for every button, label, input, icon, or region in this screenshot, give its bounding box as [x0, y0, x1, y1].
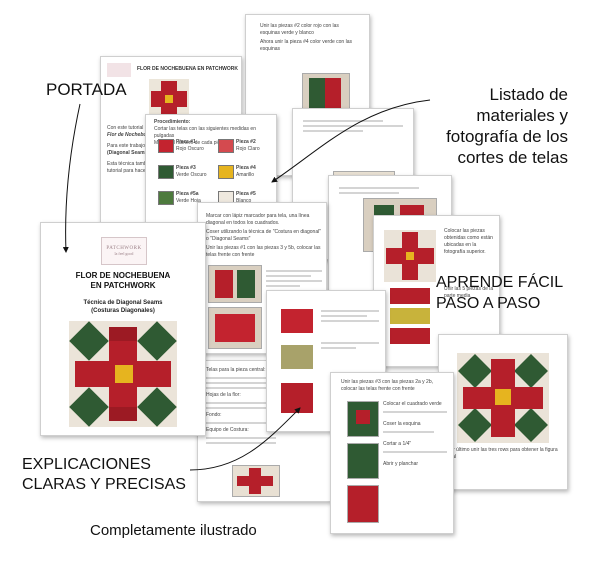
- intro-title: FLOR DE NOCHEBUENA EN PATCHWORK: [137, 66, 239, 72]
- step-note-3: Cortar a 1/4": [383, 441, 412, 447]
- callout-explicaciones-line1: EXPLICACIONES: [22, 456, 151, 473]
- mid-bullet-3: Unir las piezas #1 con las piezas 3 y 5b…: [206, 245, 321, 258]
- final-flower-photo: [457, 353, 549, 443]
- top-page-bullet-1: Unir las piezas #2 color rojo con las es…: [260, 23, 339, 36]
- page-final: Por último unir las tres rows para obten…: [438, 334, 568, 490]
- block-photo: [384, 230, 436, 282]
- callout-listado: Listado de materiales y fotografía de lo…: [418, 84, 568, 168]
- step-heading: Unir las piezas #3 con las piezas 2a y 2…: [341, 379, 433, 392]
- callout-explicaciones-line2: CLARAS Y PRECISAS: [22, 476, 186, 493]
- intro-line-2: Flor de Nochebuena: [107, 132, 156, 138]
- block-row-photo-2: [390, 308, 430, 324]
- cover-logo-line1: PATCHWORK: [106, 246, 142, 251]
- right-bullet-1: Colocar las piezas obtenidas como están …: [444, 228, 493, 255]
- mid-photo-1: [208, 265, 262, 303]
- step-front-photo-3: [347, 485, 379, 523]
- callout-listado-line4: cortes de telas: [457, 148, 568, 167]
- callout-portada: PORTADA: [46, 80, 127, 99]
- cover-title: FLOR DE NOCHEBUENA EN PATCHWORK: [41, 271, 205, 291]
- list-flower-photo: [232, 465, 280, 497]
- step-note-2: Coser la esquina: [383, 421, 421, 427]
- intro-line-5: Esta técnica también: [107, 161, 154, 167]
- steps-photo-2: [281, 345, 313, 369]
- step-note-4: Abrir y planchar: [383, 461, 419, 467]
- callout-aprende-line1: APRENDE FÁCIL: [436, 274, 564, 291]
- cover-subtitle: Técnica de Diagonal Seams (Costuras Diag…: [41, 299, 205, 315]
- swatch-red-light: [218, 139, 234, 153]
- cover-title-line2: EN PATCHWORK: [90, 281, 156, 290]
- arrow-explicaciones: [189, 407, 301, 471]
- list-section-2: Hojas de la flor:: [206, 392, 241, 398]
- materials-heading: Procedimiento:: [154, 119, 191, 125]
- block-row-photo-3: [390, 328, 430, 344]
- swatch-red-dark: [158, 139, 174, 153]
- page-step-front: Unir las piezas #3 con las piezas 2a y 2…: [330, 372, 454, 534]
- right-bullet-2: Unir las 5 piezas de la parte media: [444, 286, 494, 299]
- cover-logo: PATCHWORK la feel good: [101, 237, 147, 265]
- mid-bullet-1: Marcar con lápiz marcador para tela, una…: [206, 213, 310, 226]
- swatch-leaf: [158, 191, 174, 205]
- step-note-1: Colocar el cuadrado verde: [383, 401, 442, 407]
- callout-aprende: APRENDE FÁCIL PASO A PASO: [436, 272, 576, 314]
- cover-subtitle-line1: Técnica de Diagonal Seams: [83, 300, 163, 306]
- steps-photo-1: [281, 309, 313, 333]
- step-front-photo-1: [347, 401, 379, 437]
- callout-aprende-line2: PASO A PASO: [436, 295, 541, 312]
- callout-listado-line1: Listado de: [489, 85, 568, 104]
- swatch-yellow: [218, 165, 234, 179]
- cover-page: PATCHWORK la feel good FLOR DE NOCHEBUEN…: [40, 222, 206, 436]
- mid-bullet-2: Coser utilizando la técnica de "Costura …: [206, 229, 322, 242]
- intro-line-3: Para este trabajo: [107, 143, 146, 149]
- cover-flower-photo: [69, 321, 177, 427]
- materials-step-1: Cortar las telas con las siguientes medi…: [154, 126, 256, 139]
- arrow-portada: [62, 103, 81, 253]
- materials-step-2: Marcar el número de cada pieza: [154, 140, 226, 146]
- callout-listado-line3: fotografía de los: [446, 127, 568, 146]
- mid-photo-2: [208, 307, 262, 349]
- swatch-green: [158, 165, 174, 179]
- callout-listado-line2: materiales y: [476, 106, 568, 125]
- list-section-1: Telas para la pieza central:: [206, 367, 266, 373]
- callout-ilustrado: Completamente ilustrado: [90, 522, 257, 539]
- arrow-listado: [271, 99, 431, 183]
- small-logo: [107, 63, 131, 77]
- cover-logo-line2: la feel good: [114, 251, 134, 256]
- intro-line-1: Con este tutorial: [107, 125, 144, 131]
- step-front-photo-2: [347, 443, 379, 479]
- intro-line-6: tutorial para hacer: [107, 168, 148, 174]
- block-row-photo-1: [390, 288, 430, 304]
- intro-line-4: (Diagonal Seams): [107, 150, 149, 156]
- top-page-bullet-2: Ahora unir la pieza #4 color verde con l…: [260, 39, 352, 52]
- intro-flower-photo: [149, 79, 189, 119]
- list-section-3: Fondo:: [206, 412, 222, 418]
- list-section-4: Equipo de Costura:: [206, 427, 249, 433]
- cover-subtitle-line2: (Costuras Diagonales): [91, 308, 155, 314]
- callout-explicaciones: EXPLICACIONES CLARAS Y PRECISAS: [22, 455, 212, 495]
- cover-title-line1: FLOR DE NOCHEBUENA: [75, 271, 171, 280]
